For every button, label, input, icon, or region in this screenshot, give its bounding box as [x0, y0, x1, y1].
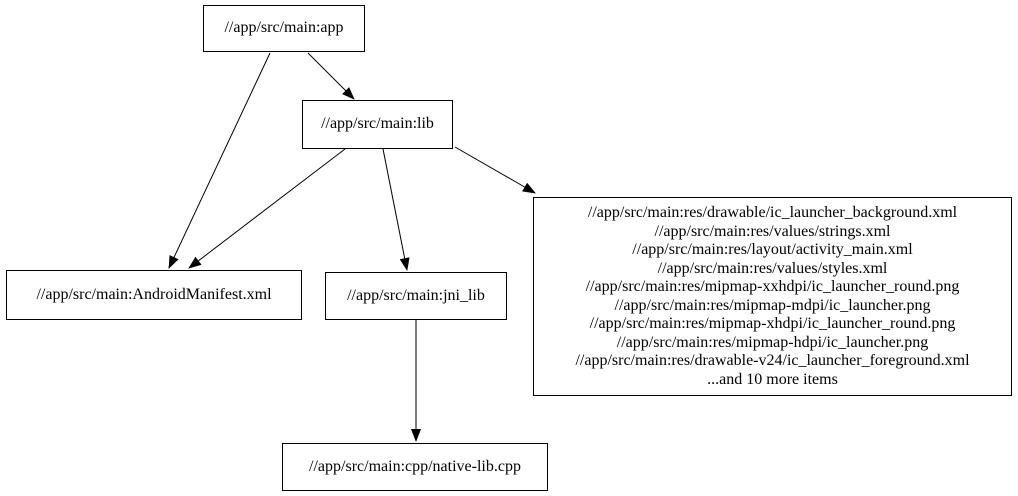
resource-item: //app/src/main:res/mipmap-hdpi/ic_launch… [616, 333, 929, 351]
resource-item: //app/src/main:res/drawable/ic_launcher_… [587, 204, 958, 221]
node-jni-lib: //app/src/main:jni_lib [325, 272, 507, 320]
edge-lib-to-jni-lib [382, 148, 410, 271]
resource-item: //app/src/main:res/mipmap-xxhdpi/ic_laun… [585, 278, 960, 295]
resource-item: //app/src/main:res/values/strings.xml [654, 222, 891, 240]
node-lib: //app/src/main:lib [302, 100, 453, 149]
resources-more-items: ...and 10 more items [707, 370, 838, 388]
resource-item: //app/src/main:res/layout/activity_main.… [632, 241, 913, 258]
resource-item: //app/src/main:res/mipmap-mdpi/ic_launch… [614, 296, 931, 314]
node-app-label: //app/src/main:app [224, 19, 344, 37]
node-jni-lib-label: //app/src/main:jni_lib [347, 286, 485, 304]
edge-lib-to-resources [454, 146, 536, 194]
edge-app-to-manifest [168, 52, 271, 269]
resource-item: //app/src/main:res/values/styles.xml [657, 259, 888, 277]
node-app: //app/src/main:app [203, 5, 365, 52]
resource-item: //app/src/main:res/mipmap-xhdpi/ic_launc… [589, 315, 956, 332]
resource-item: //app/src/main:res/drawable-v24/ic_launc… [575, 352, 970, 369]
node-resources-group: //app/src/main:res/drawable/ic_launcher_… [533, 197, 1012, 396]
node-native-lib-cpp: //app/src/main:cpp/native-lib.cpp [282, 443, 548, 491]
node-android-manifest: //app/src/main:AndroidManifest.xml [6, 270, 302, 320]
edge-lib-to-manifest [188, 148, 346, 269]
node-lib-label: //app/src/main:lib [321, 115, 434, 133]
node-android-manifest-label: //app/src/main:AndroidManifest.xml [36, 285, 272, 303]
edge-app-to-lib [307, 52, 355, 100]
node-native-lib-cpp-label: //app/src/main:cpp/native-lib.cpp [309, 457, 521, 475]
